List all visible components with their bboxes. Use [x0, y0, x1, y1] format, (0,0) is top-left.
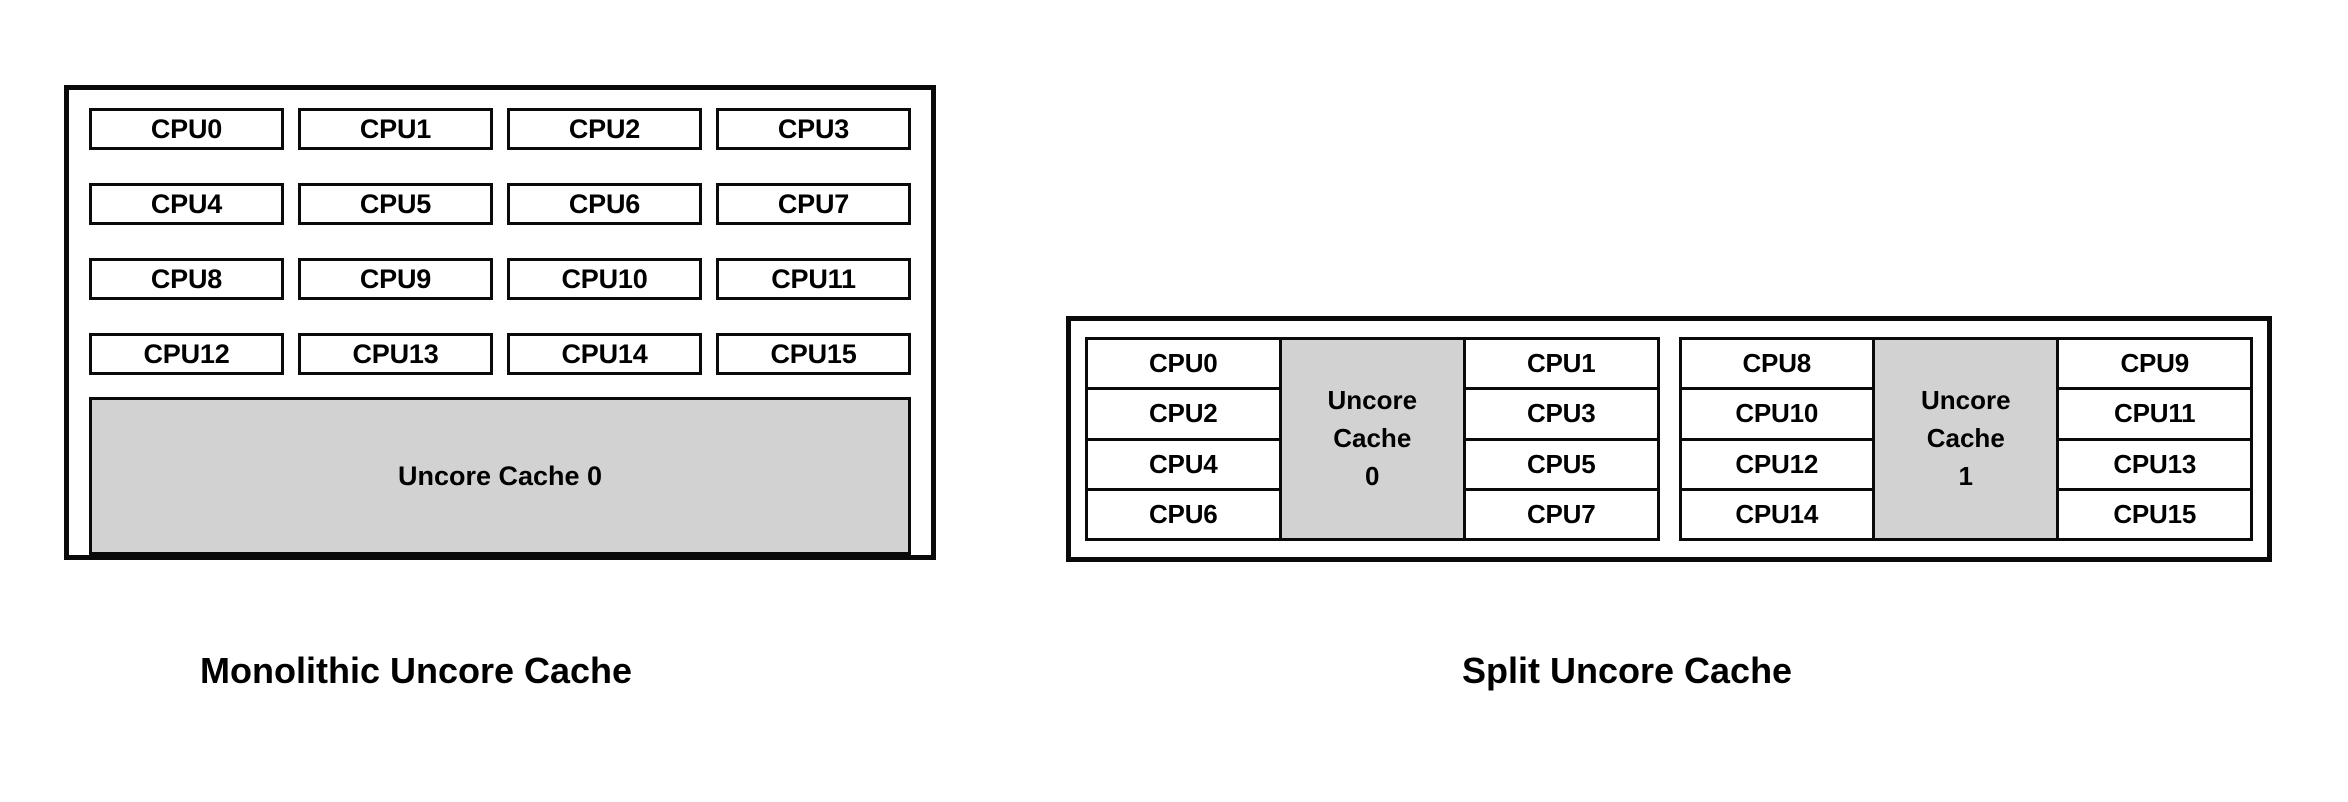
split-uncore-cache-diagram: CPU0 CPU2 CPU4 CPU6 Uncore Cache 0 CPU1 … [1066, 316, 2272, 562]
uncore-cache-block: Uncore Cache 0 [1278, 340, 1466, 538]
uncore-cache-label-line2: Cache [1926, 423, 2005, 454]
split-right-cpu-column: CPU9 CPU11 CPU13 CPU15 [2059, 340, 2251, 538]
monolithic-cpu-grid: CPU0 CPU1 CPU2 CPU3 CPU4 CPU5 CPU6 CPU7 … [89, 108, 911, 375]
split-left-cpu-column: CPU8 CPU10 CPU12 CPU14 [1681, 340, 1873, 538]
split-caption: Split Uncore Cache [1462, 650, 1793, 691]
cpu-box: CPU12 [1681, 440, 1873, 491]
cpu-box: CPU8 [89, 258, 284, 300]
uncore-cache-label-line1: Uncore [1327, 385, 1418, 416]
uncore-cache-label-index: 0 [1365, 460, 1380, 491]
cpu-box: CPU4 [1088, 440, 1279, 491]
cpu-box: CPU7 [1465, 490, 1657, 538]
cpu-box: CPU3 [716, 108, 911, 150]
uncore-cache-block: Uncore Cache 0 [89, 397, 911, 555]
cpu-box: CPU1 [298, 108, 493, 150]
cpu-box: CPU15 [2059, 490, 2251, 538]
cpu-box: CPU11 [2059, 390, 2251, 441]
cpu-box: CPU6 [1088, 490, 1279, 538]
uncore-cache-label-line1: Uncore [1920, 385, 2011, 416]
split-group: CPU8 CPU10 CPU12 CPU14 Uncore Cache 1 CP… [1678, 337, 2253, 541]
cpu-box: CPU5 [1465, 440, 1657, 491]
uncore-cache-label-line2: Cache [1333, 423, 1412, 454]
cpu-box: CPU13 [298, 333, 493, 375]
cpu-box: CPU0 [89, 108, 284, 150]
cpu-box: CPU12 [89, 333, 284, 375]
split-group: CPU0 CPU2 CPU4 CPU6 Uncore Cache 0 CPU1 … [1085, 337, 1660, 541]
cpu-box: CPU7 [716, 183, 911, 225]
monolithic-caption: Monolithic Uncore Cache [200, 650, 633, 691]
cpu-box: CPU9 [298, 258, 493, 300]
cpu-box: CPU2 [1088, 390, 1279, 441]
cpu-box: CPU10 [1681, 390, 1873, 441]
cpu-box: CPU5 [298, 183, 493, 225]
monolithic-socket-boundary: CPU0 CPU1 CPU2 CPU3 CPU4 CPU5 CPU6 CPU7 … [64, 85, 936, 560]
cpu-box: CPU1 [1465, 340, 1657, 391]
uncore-cache-block: Uncore Cache 1 [1872, 340, 2060, 538]
cpu-box: CPU14 [1681, 490, 1873, 538]
cpu-box: CPU0 [1088, 340, 1279, 391]
cpu-box: CPU10 [507, 258, 702, 300]
split-socket-boundary: CPU0 CPU2 CPU4 CPU6 Uncore Cache 0 CPU1 … [1066, 316, 2272, 562]
cpu-box: CPU6 [507, 183, 702, 225]
split-right-cpu-column: CPU1 CPU3 CPU5 CPU7 [1465, 340, 1657, 538]
cpu-box: CPU4 [89, 183, 284, 225]
cpu-box: CPU13 [2059, 440, 2251, 491]
cpu-box: CPU9 [2059, 340, 2251, 391]
uncore-cache-label-index: 1 [1958, 460, 1973, 491]
cpu-box: CPU15 [716, 333, 911, 375]
monolithic-uncore-cache-diagram: CPU0 CPU1 CPU2 CPU3 CPU4 CPU5 CPU6 CPU7 … [64, 85, 936, 560]
cpu-box: CPU3 [1465, 390, 1657, 441]
cpu-box: CPU2 [507, 108, 702, 150]
cpu-box: CPU8 [1681, 340, 1873, 391]
split-left-cpu-column: CPU0 CPU2 CPU4 CPU6 [1088, 340, 1279, 538]
cpu-box: CPU11 [716, 258, 911, 300]
cpu-box: CPU14 [507, 333, 702, 375]
